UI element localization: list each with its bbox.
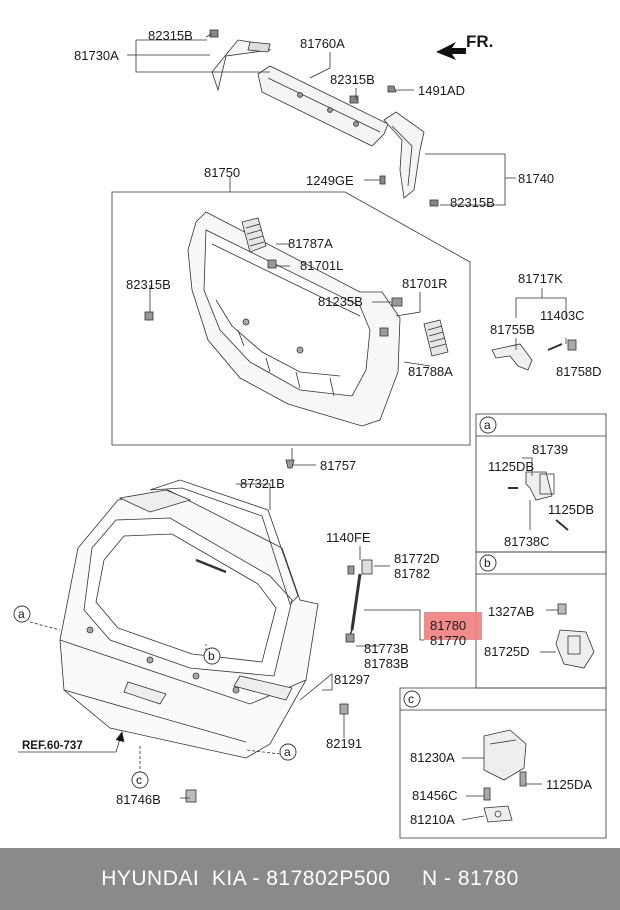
callout-b-circle (203, 647, 221, 665)
callout-a-label: a (484, 418, 491, 432)
part-label-1125DB: 1125DB (548, 502, 594, 517)
callout-a-label: a (284, 745, 291, 759)
part-label-81725D: 81725D (484, 644, 530, 659)
part-label-81783B: 81783B (364, 656, 409, 671)
callout-b-circle (479, 554, 497, 572)
part-label-81230A: 81230A (410, 750, 455, 765)
part-label-81757: 81757 (320, 458, 356, 473)
part-label-82315B: 82315B (330, 72, 375, 87)
part-label-81210A: 81210A (410, 812, 455, 827)
detail-box-b (475, 551, 607, 689)
front-arrow-icon (436, 42, 466, 60)
callout-c-label: c (136, 773, 142, 787)
callout-b-label: b (484, 556, 491, 570)
callout-c-circle (403, 690, 421, 708)
part-label-81730A: 81730A (74, 48, 119, 63)
part-label-81787A: 81787A (288, 236, 333, 251)
part-label-81773B: 81773B (364, 641, 409, 656)
callout-b-label: b (208, 649, 215, 663)
part-label-81738C: 81738C (504, 534, 550, 549)
weather-strip-87321B (149, 479, 299, 605)
part-label-81456C: 81456C (412, 788, 458, 803)
part-label-81750: 81750 (204, 165, 240, 180)
part-label-81770: 81770 (430, 633, 466, 648)
callout-a-circle (279, 743, 297, 761)
part-label-81739: 81739 (532, 442, 568, 457)
part-label-81740: 81740 (518, 171, 554, 186)
side-strip-81740 (383, 111, 425, 199)
garnish-81760A (257, 65, 389, 147)
part-label-1249GE: 1249GE (306, 173, 354, 188)
part-label-81701R: 81701R (402, 276, 448, 291)
assist-handle (491, 339, 577, 371)
part-label-81746B: 81746B (116, 792, 161, 807)
part-label-1491AD: 1491AD (418, 83, 465, 98)
clips (209, 29, 439, 207)
callout-a-circle (13, 605, 31, 623)
grille-81788A (423, 319, 449, 357)
part-label-1140FE: 1140FE (326, 530, 371, 545)
grille-81787A (241, 217, 267, 253)
part-label-81772D: 81772D (394, 551, 440, 566)
callout-c-label: c (408, 692, 414, 706)
detail-box-c (399, 687, 607, 839)
parts-diagram: FR. 81730A 82315B 81760A 82315B 1491AD 1… (13, 28, 607, 839)
trim-strip-81730A (211, 39, 272, 92)
inner-trim-panel (187, 211, 401, 427)
tailgate (59, 489, 319, 803)
part-label-81760A: 81760A (300, 36, 345, 51)
footer-text: HYUNDAI KIA - 817802P500 N - 81780 (101, 867, 519, 890)
part-label-1125DA: 1125DA (546, 777, 592, 792)
highlight-81780 (424, 612, 482, 640)
part-label-81758D: 81758D (556, 364, 602, 379)
part-label-81782: 81782 (394, 566, 430, 581)
part-label-87321B: 87321B (240, 476, 285, 491)
part-label-82315B: 82315B (450, 195, 495, 210)
callout-c-circle (131, 771, 149, 789)
part-label-1327AB: 1327AB (488, 604, 534, 619)
front-direction-label: FR. (466, 32, 493, 51)
part-label-81717K: 81717K (518, 271, 563, 286)
part-label-81780: 81780 (430, 618, 466, 633)
part-label-1125DB: 1125DB (488, 459, 534, 474)
part-number-footer: HYUNDAI KIA - 817802P500 N - 81780 (0, 848, 620, 910)
part-label-81297: 81297 (334, 672, 370, 687)
callout-a-circle (479, 416, 497, 434)
reference-label: REF.60-737 (22, 740, 83, 752)
part-label-81701L: 81701L (300, 258, 343, 273)
detail-box-a (475, 413, 607, 553)
part-label-82315B: 82315B (126, 277, 171, 292)
part-label-82315B: 82315B (148, 28, 193, 43)
callout-a-label: a (18, 607, 25, 621)
part-label-11403C: 11403C (540, 308, 585, 323)
part-label-82191: 82191 (326, 736, 362, 751)
part-label-81755B: 81755B (490, 322, 535, 337)
part-label-81788A: 81788A (408, 364, 453, 379)
gas-strut (345, 559, 373, 643)
part-label-81235B: 81235B (318, 294, 363, 309)
